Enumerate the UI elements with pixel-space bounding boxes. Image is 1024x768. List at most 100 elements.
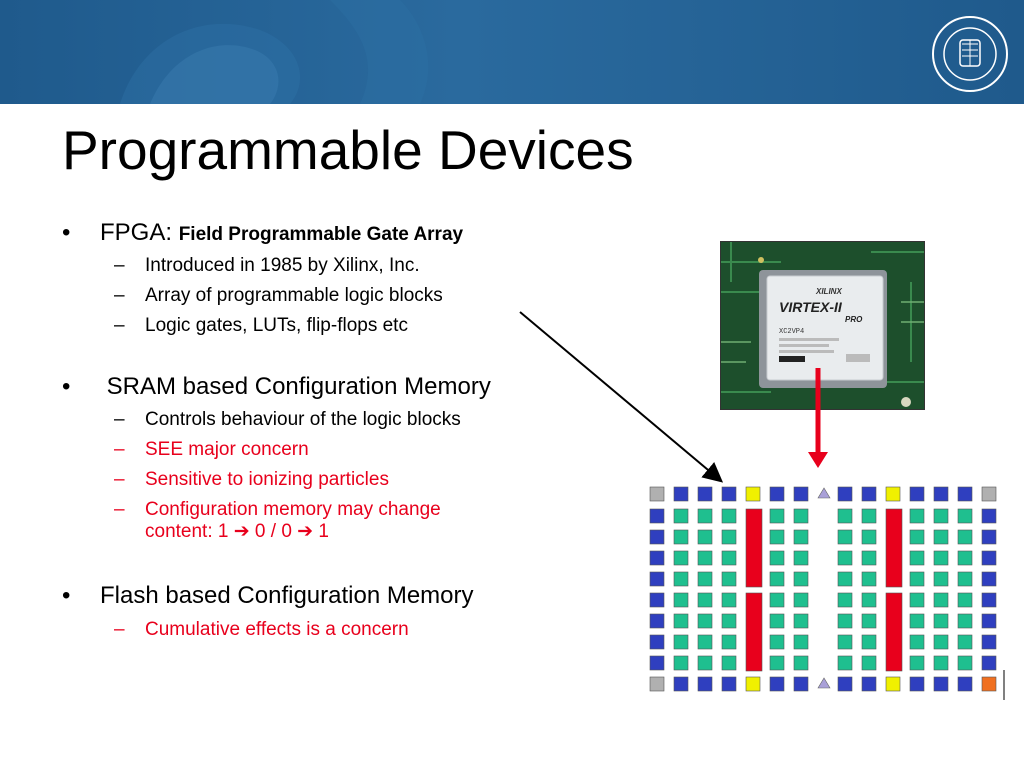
clb-block xyxy=(697,655,713,671)
clb-block xyxy=(793,550,809,566)
clb-block xyxy=(793,592,809,608)
iob-block xyxy=(649,634,665,650)
iob-block xyxy=(981,634,997,650)
iob-block xyxy=(861,676,877,692)
clb-block xyxy=(837,613,853,629)
iob-block xyxy=(745,486,761,502)
clb-block xyxy=(861,550,877,566)
clb-block xyxy=(861,529,877,545)
clb-block xyxy=(673,550,689,566)
clb-block xyxy=(957,508,973,524)
arrow-to-grid xyxy=(519,311,724,483)
bram-block xyxy=(745,592,763,672)
bullet-flash: •Flash based Configuration Memory xyxy=(62,582,474,609)
iob-block xyxy=(649,655,665,671)
clb-block xyxy=(697,592,713,608)
bullet-fpga-label: FPGA: xyxy=(100,219,179,246)
clb-block xyxy=(957,571,973,587)
clb-block xyxy=(673,592,689,608)
iob-block xyxy=(769,486,785,502)
clb-block xyxy=(837,508,853,524)
clb-block xyxy=(793,529,809,545)
clb-block xyxy=(721,550,737,566)
iob-block xyxy=(793,486,809,502)
clb-block xyxy=(769,508,785,524)
svg-text:VIRTEX-II: VIRTEX-II xyxy=(779,299,843,315)
clb-block xyxy=(673,634,689,650)
bram-block xyxy=(885,508,903,588)
clb-block xyxy=(957,529,973,545)
iob-block xyxy=(957,486,973,502)
clb-block xyxy=(909,550,925,566)
clb-block xyxy=(721,529,737,545)
iob-block xyxy=(721,676,737,692)
clb-block xyxy=(933,592,949,608)
clock-marker-icon xyxy=(817,487,831,499)
iob-block xyxy=(981,592,997,608)
fpga-chip-photo: XILINX VIRTEX-II PRO XC2VP4 xyxy=(720,241,925,410)
bullet-sram: • SRAM based Configuration Memory xyxy=(62,373,491,400)
iob-block xyxy=(933,676,949,692)
clb-block xyxy=(697,634,713,650)
bullet-fpga: •FPGA: Field Programmable Gate Array xyxy=(62,219,464,246)
iob-block xyxy=(649,571,665,587)
clb-block xyxy=(861,571,877,587)
iob-block xyxy=(649,508,665,524)
iob-block xyxy=(697,486,713,502)
clb-block xyxy=(933,613,949,629)
clb-block xyxy=(769,592,785,608)
clb-block xyxy=(957,550,973,566)
iob-block xyxy=(981,571,997,587)
clb-block xyxy=(769,550,785,566)
iob-block xyxy=(957,676,973,692)
clb-block xyxy=(697,571,713,587)
clb-block xyxy=(909,613,925,629)
iob-block xyxy=(837,486,853,502)
iob-block xyxy=(981,676,997,692)
clb-block xyxy=(837,634,853,650)
iob-block xyxy=(981,550,997,566)
iob-block xyxy=(981,529,997,545)
clb-block xyxy=(933,550,949,566)
iob-block xyxy=(649,550,665,566)
clb-block xyxy=(909,592,925,608)
iob-block xyxy=(909,676,925,692)
clb-block xyxy=(673,613,689,629)
clb-block xyxy=(769,529,785,545)
bram-block xyxy=(885,592,903,672)
clb-block xyxy=(769,655,785,671)
clb-block xyxy=(673,529,689,545)
clb-block xyxy=(697,529,713,545)
slide-title: Programmable Devices xyxy=(62,119,634,181)
clb-block xyxy=(837,592,853,608)
iob-block xyxy=(933,486,949,502)
bullet-fpga-bold: Field Programmable Gate Array xyxy=(178,224,464,245)
clb-block xyxy=(957,592,973,608)
clb-block xyxy=(769,634,785,650)
clb-block xyxy=(697,508,713,524)
chip-illustration: XILINX VIRTEX-II PRO XC2VP4 xyxy=(721,242,924,409)
clb-block xyxy=(697,550,713,566)
clb-block xyxy=(673,571,689,587)
clb-block xyxy=(957,634,973,650)
clb-block xyxy=(909,529,925,545)
iob-block xyxy=(649,529,665,545)
clb-block xyxy=(861,655,877,671)
iob-block xyxy=(769,676,785,692)
clb-block xyxy=(793,634,809,650)
iob-block xyxy=(885,486,901,502)
clb-block xyxy=(793,508,809,524)
clb-block xyxy=(933,571,949,587)
bullet-sram-label: SRAM based Configuration Memory xyxy=(100,373,491,400)
clb-block xyxy=(837,529,853,545)
clb-block xyxy=(769,571,785,587)
iob-block xyxy=(673,676,689,692)
fpga-architecture-diagram xyxy=(649,486,1005,700)
red-arrowhead xyxy=(808,452,828,468)
university-seal-icon xyxy=(932,16,1008,92)
clb-block xyxy=(861,508,877,524)
clb-block xyxy=(769,613,785,629)
clb-block xyxy=(697,613,713,629)
clb-block xyxy=(793,571,809,587)
clb-block xyxy=(933,634,949,650)
